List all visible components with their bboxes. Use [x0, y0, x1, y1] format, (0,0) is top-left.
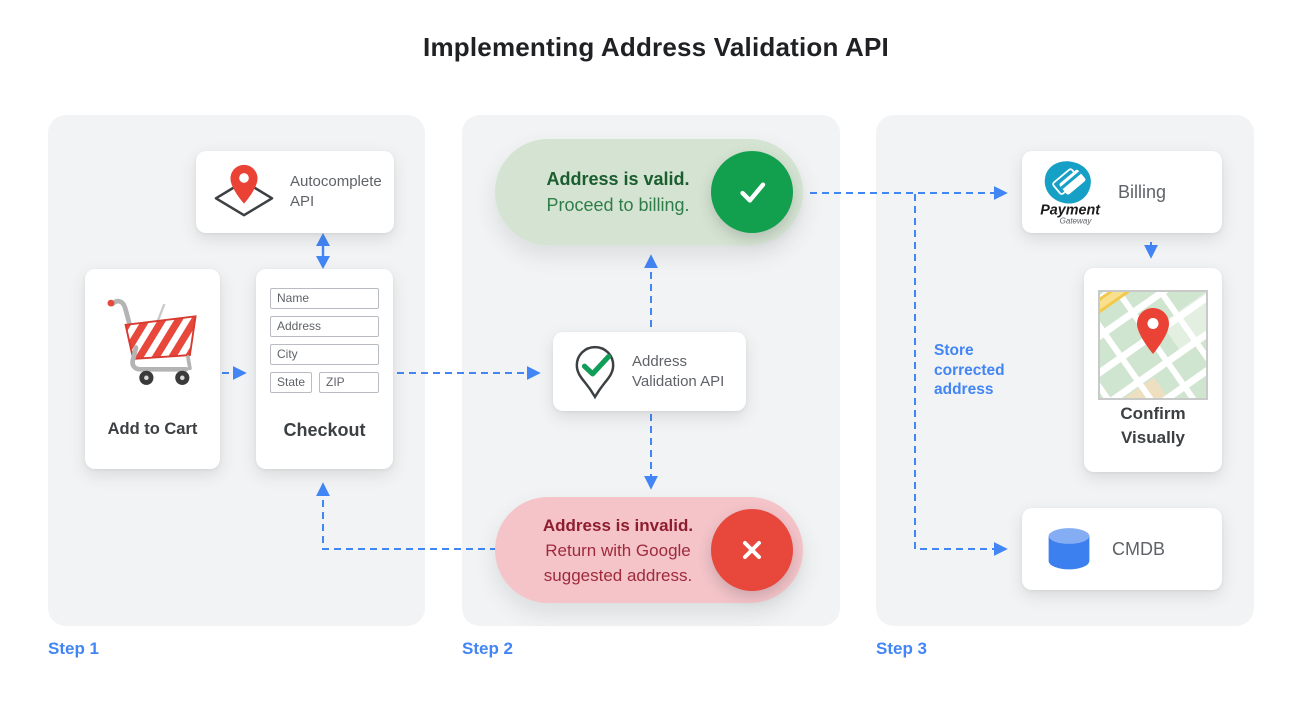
map-thumbnail-image: [1098, 290, 1208, 400]
billing-card: Payment Gateway Billing: [1022, 151, 1222, 233]
autocomplete-api-card: Autocomplete API: [196, 151, 394, 233]
checkout-label: Checkout: [283, 420, 366, 440]
step1-label: Step 1: [48, 639, 100, 658]
zip-field: ZIP: [319, 372, 379, 393]
autocomplete-api-label: Autocomplete API: [290, 173, 382, 210]
map-pin-check-icon: [573, 344, 617, 400]
step2-label: Step 2: [462, 639, 514, 658]
address-valid-title: Address is valid.: [546, 169, 690, 189]
address-invalid-pill: Address is invalid. Return with Google s…: [495, 497, 803, 603]
state-zip-row: State ZIP: [270, 372, 379, 400]
billing-label: Billing: [1118, 181, 1167, 202]
address-valid-subtitle: Proceed to billing.: [546, 195, 690, 215]
name-field: Name: [270, 288, 379, 309]
address-valid-pill: Address is valid. Proceed to billing.: [495, 139, 803, 245]
cmdb-label: CMDB: [1112, 538, 1165, 559]
confirm-visually-label: Confirm Visually: [1120, 404, 1186, 447]
add-to-cart-card: Add to Cart: [85, 269, 220, 469]
x-icon: [711, 509, 793, 591]
store-corrected-address-note: Store corrected address: [934, 342, 1005, 398]
add-to-cart-label: Add to Cart: [107, 420, 198, 438]
state-field: State: [270, 372, 312, 393]
payment-gateway-logo: Payment Gateway: [1036, 157, 1106, 227]
address-invalid-subtitle: Return with Google suggested address.: [543, 540, 693, 585]
page-title: Implementing Address Validation API: [423, 32, 889, 62]
city-field: City: [270, 344, 379, 365]
address-invalid-text: Address is invalid. Return with Google s…: [520, 497, 716, 603]
payment-logo-subtitle: Gateway: [1060, 216, 1093, 225]
payment-logo-title: Payment: [1040, 202, 1101, 218]
map-pin-diamond-icon: [212, 163, 276, 221]
address-validation-api-card: Address Validation API: [553, 332, 746, 411]
checkout-card: Name Address City State ZIP Checkout: [256, 269, 393, 469]
shopping-cart-icon: [101, 291, 205, 389]
cmdb-card: CMDB: [1022, 508, 1222, 590]
check-icon: [711, 151, 793, 233]
confirm-visually-card: Confirm Visually: [1084, 268, 1222, 472]
address-field: Address: [270, 316, 379, 337]
address-invalid-title: Address is invalid.: [542, 515, 694, 535]
database-icon: [1044, 523, 1094, 575]
address-valid-text: Address is valid. Proceed to billing.: [520, 139, 716, 245]
address-validation-api-label: Address Validation API: [632, 352, 725, 390]
step3-label: Step 3: [876, 639, 928, 658]
